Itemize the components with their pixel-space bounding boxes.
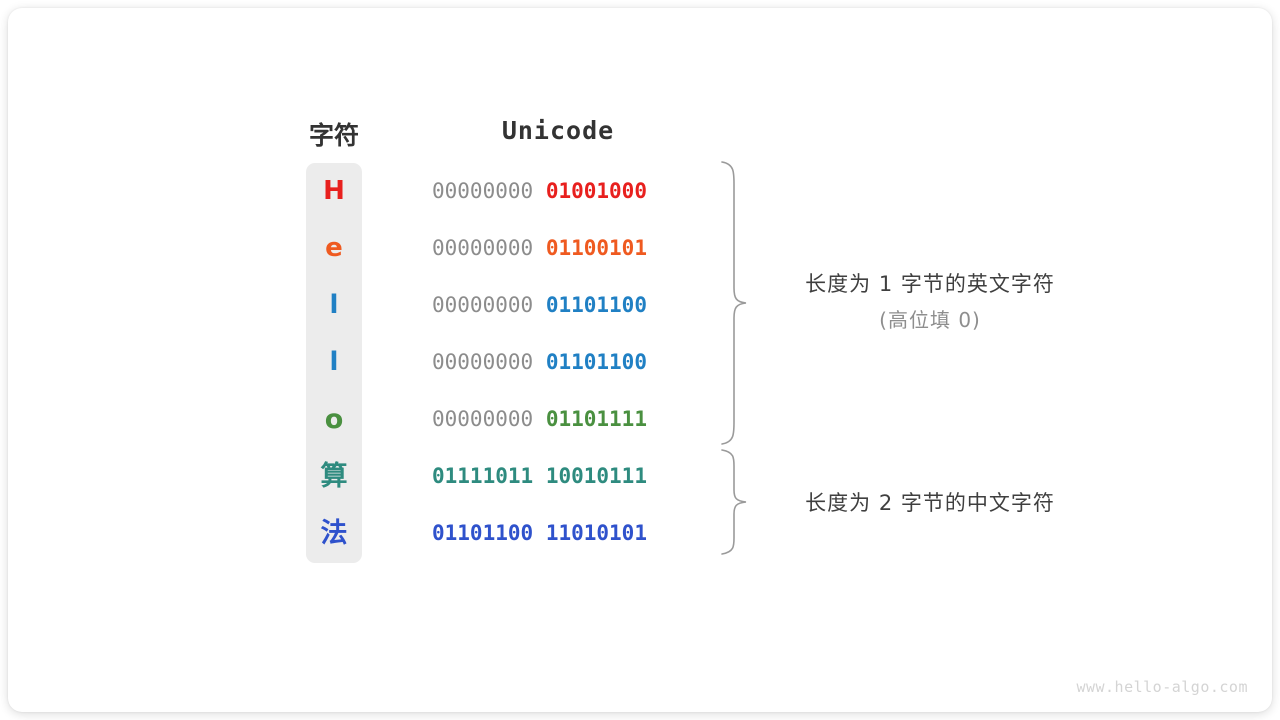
- brace-ascii-rows: [721, 161, 747, 445]
- binary-row: 01111011 10010111: [432, 448, 684, 505]
- annotation-cjk: 长度为 2 字节的中文字符: [760, 487, 1100, 517]
- character-cell: l: [329, 290, 339, 320]
- binary-row: 00000000 01100101: [432, 220, 684, 277]
- binary-row: 00000000 01101100: [432, 334, 684, 391]
- column-header-unicode: Unicode: [501, 116, 615, 145]
- binary-high-byte: 00000000: [432, 407, 534, 431]
- brace-cjk-rows: [721, 449, 747, 555]
- character-cell: H: [323, 176, 345, 206]
- annotation-cjk-line1: 长度为 2 字节的中文字符: [805, 491, 1055, 515]
- character-column-background: [306, 163, 362, 563]
- annotation-ascii-line1: 长度为 1 字节的英文字符: [805, 272, 1055, 296]
- binary-low-byte: 01101100: [545, 350, 647, 374]
- binary-low-byte: 01101111: [545, 407, 647, 431]
- binary-high-byte: 01111011: [432, 464, 534, 488]
- character-cell: 算: [320, 461, 348, 492]
- character-cell: 法: [320, 518, 348, 549]
- binary-low-byte: 10010111: [545, 464, 647, 488]
- binary-row: 01101100 11010101: [432, 505, 684, 562]
- diagram-card: [8, 8, 1272, 712]
- binary-high-byte: 00000000: [432, 179, 534, 203]
- character-cell: e: [325, 233, 343, 263]
- column-header-character: 字符: [308, 121, 359, 150]
- binary-row: 00000000 01101100: [432, 277, 684, 334]
- character-cell: o: [324, 404, 344, 435]
- binary-row: 00000000 01101111: [432, 391, 684, 448]
- binary-high-byte: 00000000: [432, 236, 534, 260]
- binary-high-byte: 00000000: [432, 350, 534, 374]
- binary-low-byte: 01001000: [545, 179, 647, 203]
- binary-low-byte: 01101100: [545, 293, 647, 317]
- annotation-ascii-line2: (高位填 0): [879, 308, 981, 332]
- binary-high-byte: 00000000: [432, 293, 534, 317]
- character-cell: l: [329, 347, 339, 377]
- binary-high-byte: 01101100: [432, 521, 534, 545]
- binary-low-byte: 01100101: [545, 236, 647, 260]
- watermark: www.hello-algo.com: [1076, 678, 1248, 696]
- binary-row: 00000000 01001000: [432, 163, 684, 220]
- annotation-ascii: 长度为 1 字节的英文字符 (高位填 0): [760, 268, 1100, 333]
- binary-low-byte: 11010101: [545, 521, 647, 545]
